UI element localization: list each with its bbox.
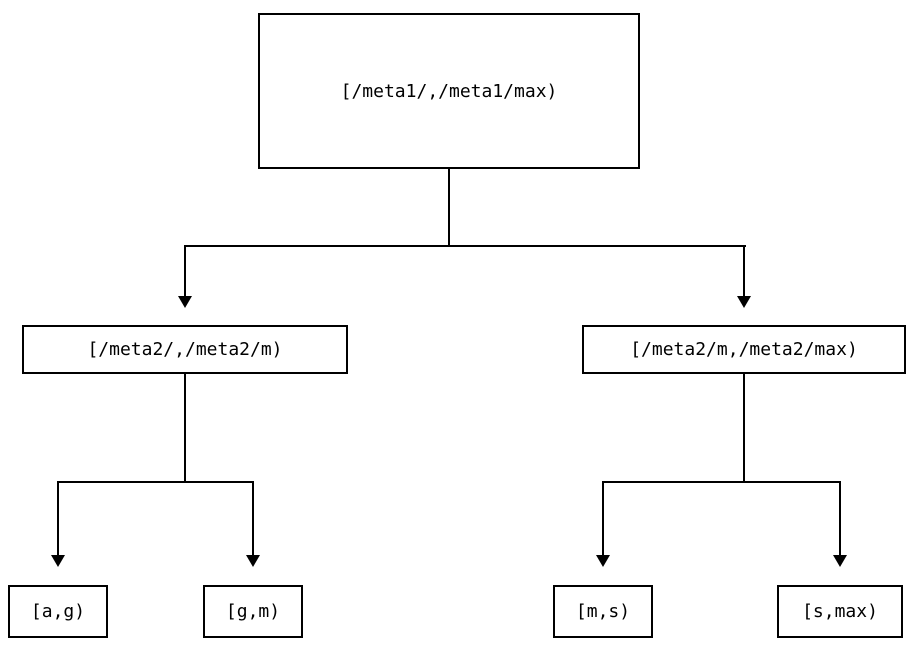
arrow-down-icon bbox=[178, 296, 192, 308]
arrow-down-icon bbox=[51, 555, 65, 567]
connector-left-leaves-bar bbox=[57, 481, 254, 483]
connector-to-leaf-ms bbox=[602, 481, 604, 556]
connector-to-left-child bbox=[184, 245, 186, 297]
connector-to-leaf-smax bbox=[839, 481, 841, 556]
connector-right-leaves-bar bbox=[602, 481, 841, 483]
connector-to-leaf-gm bbox=[252, 481, 254, 556]
connector-left-child-stem bbox=[184, 374, 186, 483]
connector-root-stem bbox=[448, 169, 450, 247]
connector-right-child-stem bbox=[743, 374, 745, 483]
tree-node-root: [/meta1/,/meta1/max) bbox=[258, 13, 640, 169]
tree-node-leaf-ag: [a,g) bbox=[8, 585, 108, 638]
arrow-down-icon bbox=[833, 555, 847, 567]
tree-node-left-child: [/meta2/,/meta2/m) bbox=[22, 325, 348, 374]
connector-to-leaf-ag bbox=[57, 481, 59, 556]
tree-node-right-child: [/meta2/m,/meta2/max) bbox=[582, 325, 906, 374]
connector-to-right-child bbox=[743, 245, 745, 297]
arrow-down-icon bbox=[596, 555, 610, 567]
arrow-down-icon bbox=[737, 296, 751, 308]
tree-node-leaf-ms: [m,s) bbox=[553, 585, 653, 638]
connector-level1-bar bbox=[184, 245, 746, 247]
tree-node-leaf-gm: [g,m) bbox=[203, 585, 303, 638]
tree-node-leaf-smax: [s,max) bbox=[777, 585, 903, 638]
arrow-down-icon bbox=[246, 555, 260, 567]
